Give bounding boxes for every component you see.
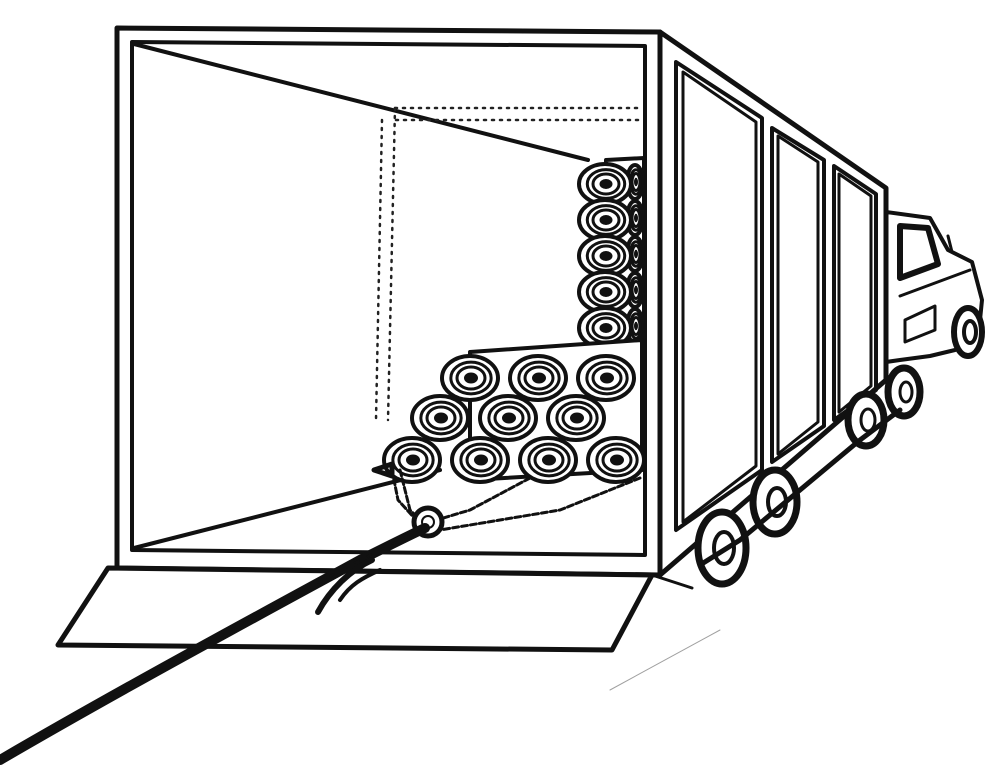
ground <box>609 629 721 691</box>
cargo-roll <box>410 394 470 442</box>
cargo-roll <box>518 436 578 484</box>
side-panel-3 <box>832 164 878 422</box>
cargo-roll <box>586 436 646 484</box>
lower-roll-stack <box>382 338 646 484</box>
side-panel-1 <box>674 60 764 532</box>
cargo-roll <box>508 354 568 402</box>
trailer-interior <box>132 42 642 550</box>
cargo-roll <box>450 436 510 484</box>
upper-roll-stack <box>577 156 646 350</box>
cab-wheel <box>951 305 985 359</box>
cargo-roll <box>546 394 606 442</box>
cab-window <box>897 223 941 281</box>
cargo-roll <box>440 354 500 402</box>
truck-cab <box>884 210 985 364</box>
trailer-rear-frame <box>114 25 663 578</box>
trailer-wheels <box>694 364 924 588</box>
cargo-roll <box>478 394 538 442</box>
cargo-roll <box>382 436 442 484</box>
tow-rope <box>0 523 430 765</box>
trailer-side <box>657 29 889 578</box>
side-panel-2 <box>770 126 826 464</box>
loading-ramp <box>55 565 694 653</box>
cargo-roll <box>577 234 633 278</box>
cargo-roll <box>576 354 636 402</box>
